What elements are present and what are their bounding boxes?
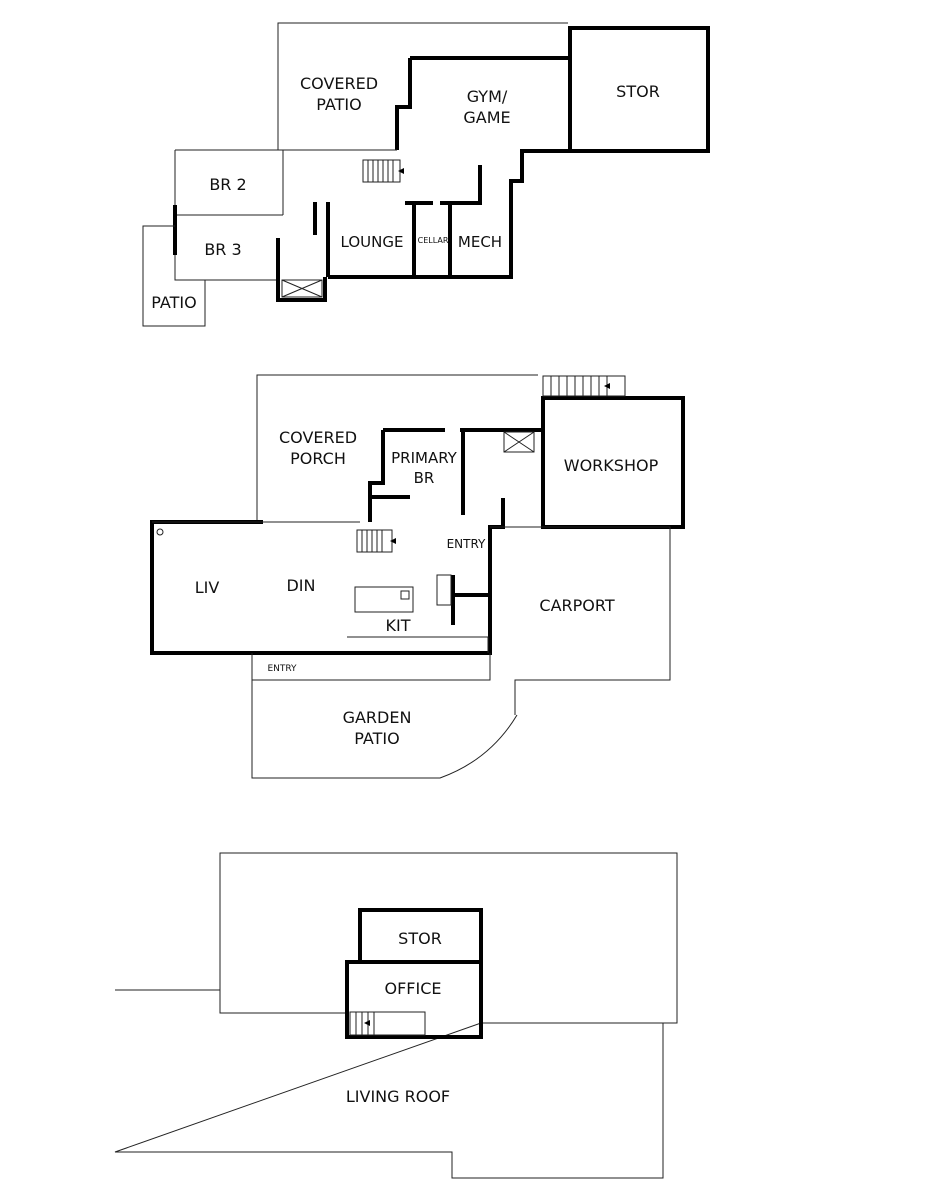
liv-label: LIV: [195, 578, 220, 597]
kit-label: KIT: [386, 616, 411, 635]
island-sink: [400, 590, 410, 600]
garden-patio-label: GARDEN: [343, 708, 412, 727]
covered-patio-outline: [277, 22, 568, 150]
shower-main: [503, 431, 535, 453]
shower-main-x: [503, 431, 535, 453]
office-walls: [345, 960, 483, 1039]
upper-floor: STOR OFFICE LIVING ROOF: [114, 852, 678, 1179]
covered-porch-label-2: PORCH: [290, 449, 346, 468]
cellar-label: CELLAR: [418, 236, 449, 245]
fireplace-icon: [156, 528, 164, 536]
br3-label: BR 3: [204, 240, 241, 259]
bedroom-walls: [174, 149, 397, 281]
covered-patio-label: COVERED: [300, 74, 378, 93]
roof-upper-outline: [219, 852, 678, 1024]
stor-walls: [568, 26, 710, 153]
pantry-walls: [451, 575, 490, 625]
shower-x: [281, 279, 323, 298]
upper-stor-label: STOR: [398, 929, 442, 948]
living-roof-outline: [114, 989, 664, 1179]
interior-stairs: [356, 529, 396, 553]
workshop-label: WORKSHOP: [564, 456, 659, 475]
side-entry-label: ENTRY: [447, 537, 486, 551]
covered-porch-outline: [256, 374, 538, 522]
primary-br-label: PRIMARY: [391, 449, 458, 467]
garden-patio-label-2: PATIO: [354, 729, 399, 748]
carport-garden-outline: [251, 526, 671, 779]
kitchen-island: [354, 586, 414, 613]
gym-game-label: GYM/: [467, 87, 508, 106]
office-stairs: [349, 1011, 426, 1036]
stairs: [362, 159, 404, 183]
carport-label: CARPORT: [539, 596, 614, 615]
gym-walls: [328, 56, 570, 279]
office-label: OFFICE: [385, 979, 442, 998]
covered-patio-label-2: PATIO: [316, 95, 361, 114]
primary-br-label-2: BR: [414, 469, 435, 487]
kitchen-counter: [347, 636, 489, 653]
living-roof-label: LIVING ROOF: [346, 1087, 450, 1106]
interior-walls: [173, 165, 482, 302]
covered-porch-label: COVERED: [279, 428, 357, 447]
lounge-label: LOUNGE: [341, 233, 404, 251]
patio-outline: [142, 225, 206, 327]
din-label: DIN: [286, 576, 315, 595]
stor-label: STOR: [616, 82, 660, 101]
exterior-stairs: [542, 375, 626, 397]
main-floor: COVERED PORCH PRIMARY BR WORKSHOP ENTRY …: [150, 374, 685, 779]
fridge: [436, 574, 452, 606]
gym-game-label-2: GAME: [463, 108, 510, 127]
br2-label: BR 2: [209, 175, 246, 194]
front-entry-label: ENTRY: [267, 664, 297, 674]
mech-label: MECH: [458, 233, 502, 251]
lower-floor: COVERED PATIO GYM/ GAME STOR BR 2 BR 3 L…: [142, 22, 710, 327]
main-walls: [150, 428, 543, 655]
patio-label: PATIO: [151, 293, 196, 312]
shower: [281, 279, 323, 298]
